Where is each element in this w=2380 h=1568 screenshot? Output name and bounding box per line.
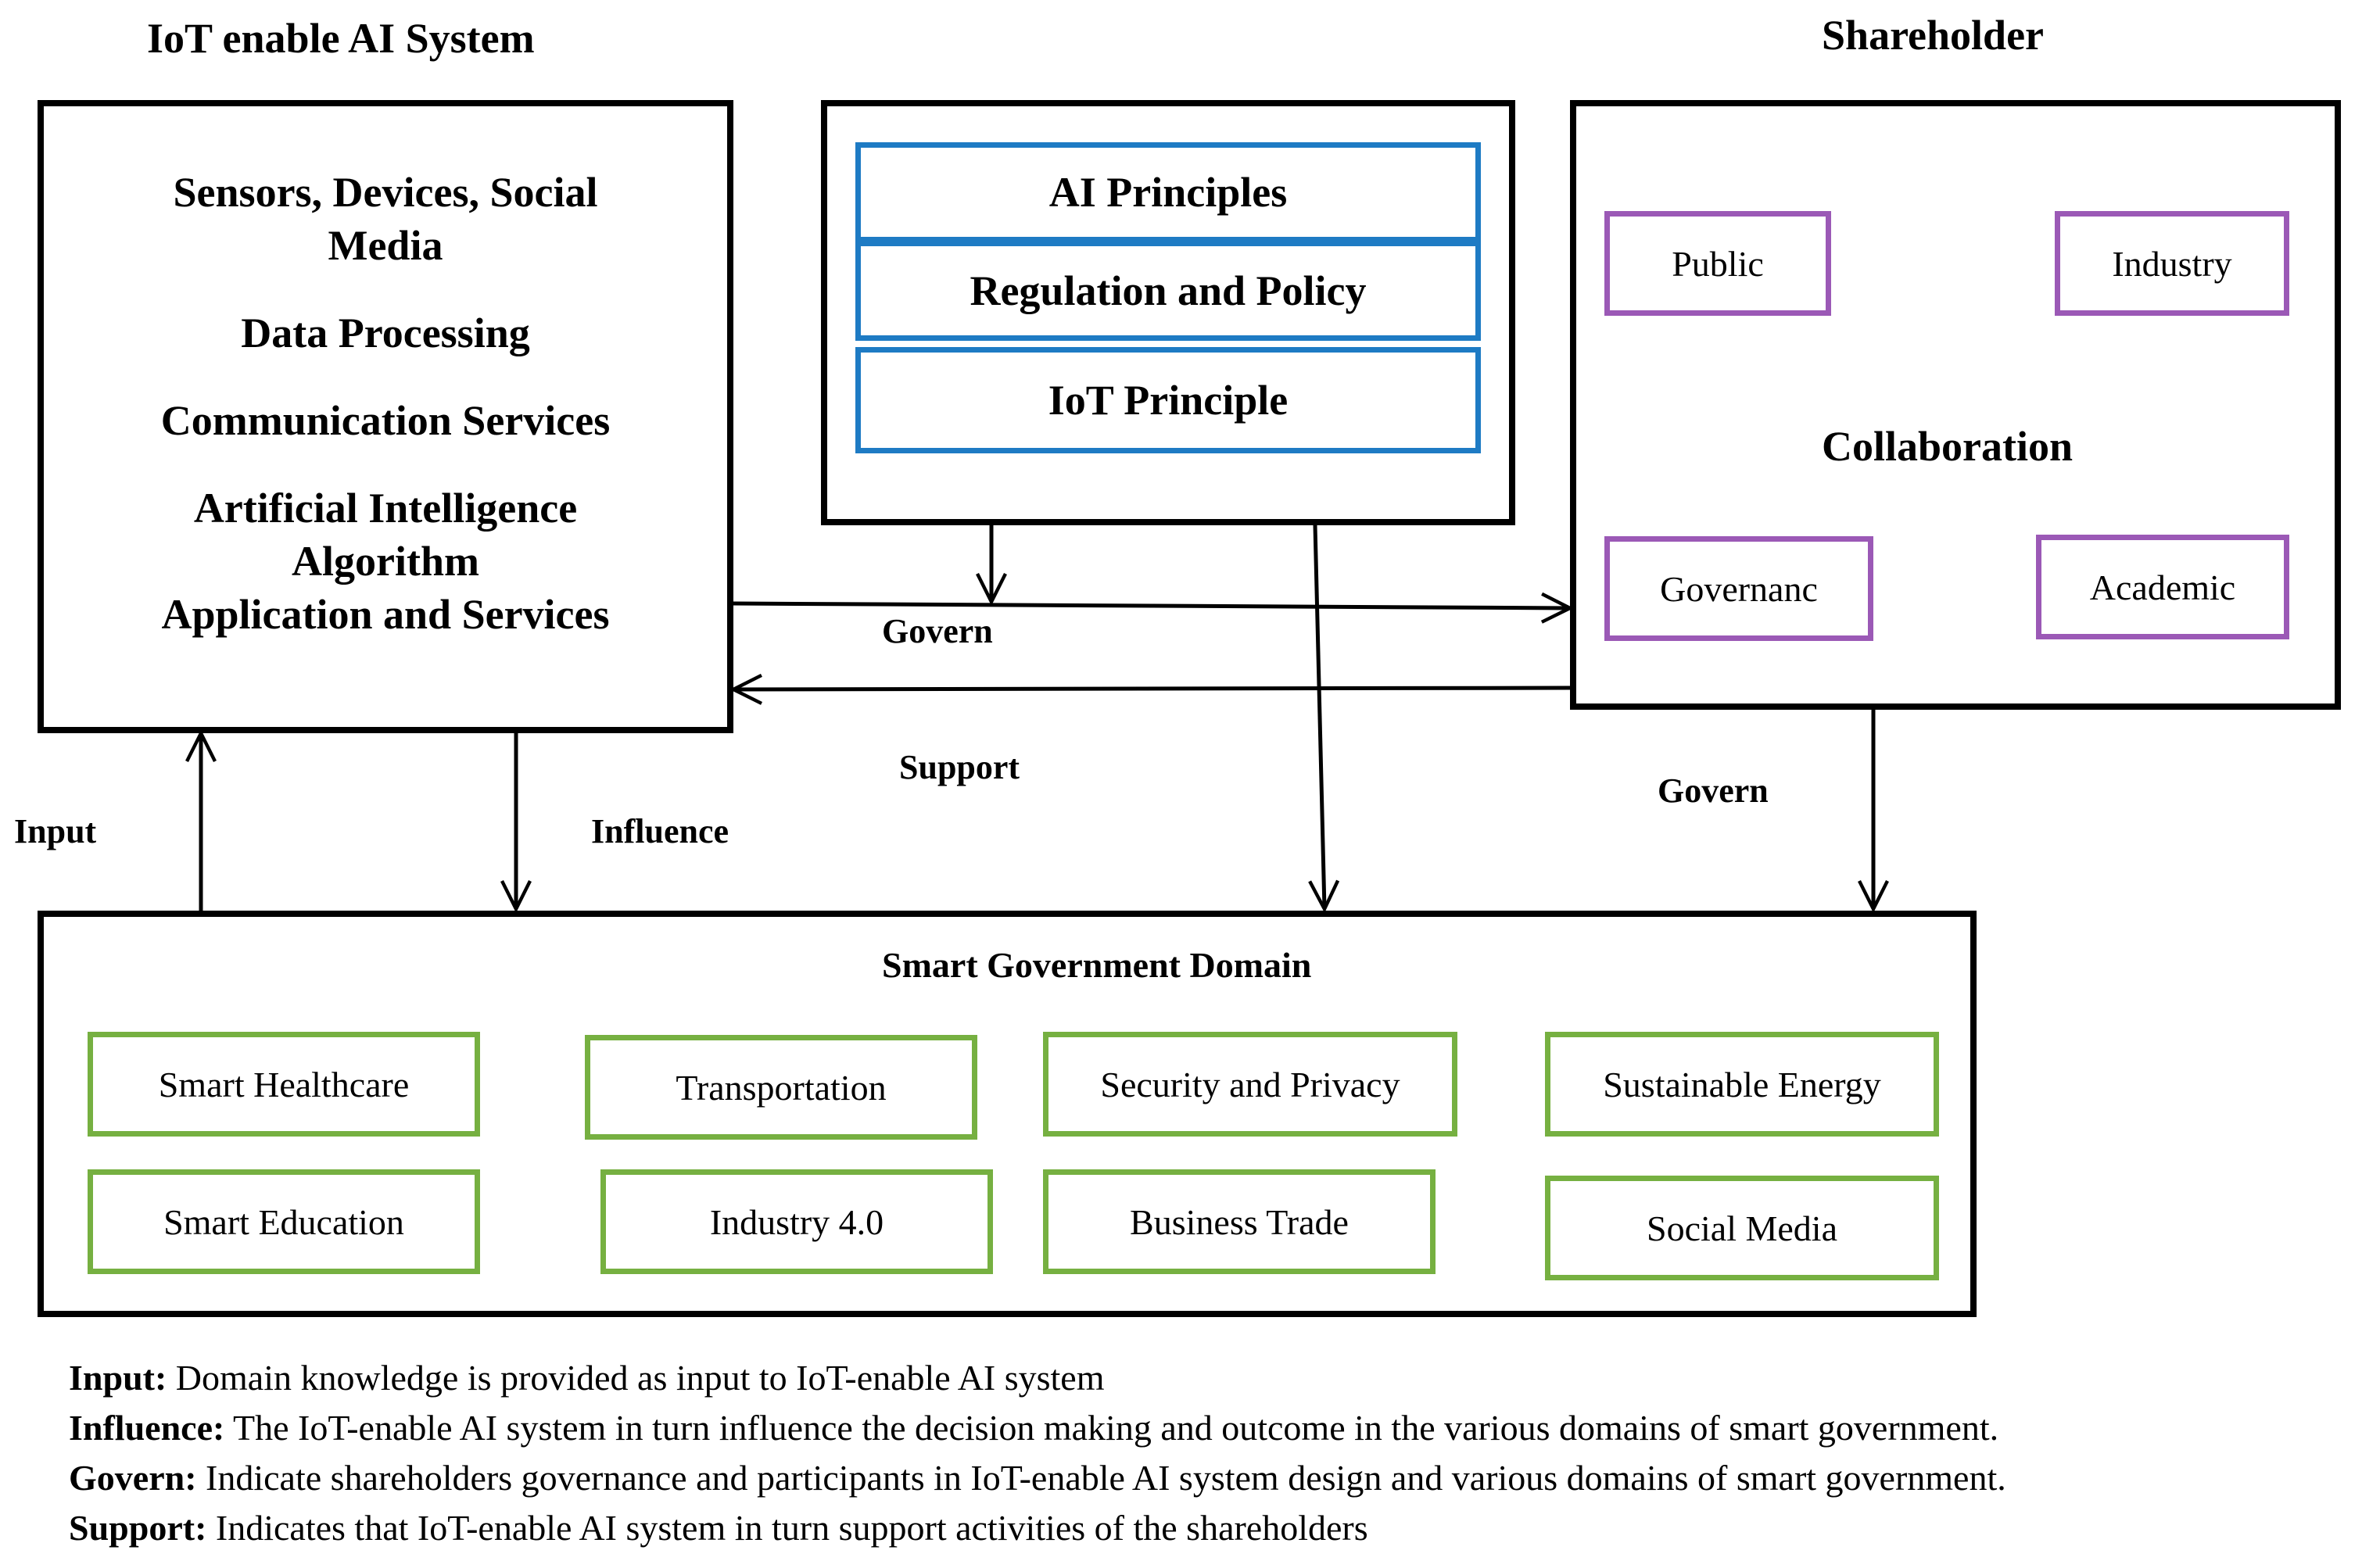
- label-support: Support: [899, 748, 1020, 786]
- shareholder-title: Shareholder: [1822, 12, 2045, 59]
- ai-system-box: Sensors, Devices, Social Media Data Proc…: [38, 100, 733, 733]
- ai-line-communication: Communication Services: [160, 397, 611, 444]
- label-influence: Influence: [591, 812, 729, 850]
- domain-business-trade: Business Trade: [1043, 1169, 1436, 1274]
- stakeholder-industry: Industry: [2055, 211, 2289, 316]
- legend-govern: Govern: Indicate shareholders governance…: [69, 1458, 2006, 1498]
- domain-title: Smart Government Domain: [882, 945, 1312, 985]
- domain-smart-healthcare: Smart Healthcare: [88, 1032, 480, 1137]
- ai-line-algorithm: Algorithm: [292, 538, 479, 585]
- ai-line-applications: Application and Services: [161, 591, 610, 638]
- regulation-and-policy: Regulation and Policy: [855, 241, 1481, 341]
- ai-line-data-processing: Data Processing: [241, 310, 530, 356]
- domain-sustainable-energy: Sustainable Energy: [1545, 1032, 1939, 1137]
- domain-transportation: Transportation: [585, 1035, 977, 1140]
- stakeholder-academic: Academic: [2036, 535, 2289, 639]
- legend-input: Input: Domain knowledge is provided as i…: [69, 1358, 1105, 1398]
- ai-line-sensors: Sensors, Devices, Social: [173, 169, 598, 216]
- arrow-shareholder-to-ai: [733, 688, 1571, 689]
- label-govern-right: Govern: [1658, 771, 1769, 810]
- iot-principle: IoT Principle: [855, 347, 1481, 453]
- ai-system-title: IoT enable AI System: [147, 15, 535, 62]
- ai-line-ai: Artificial Intelligence: [193, 485, 578, 532]
- stakeholder-public: Public: [1604, 211, 1831, 316]
- domain-smart-education: Smart Education: [88, 1169, 480, 1274]
- legend-influence: Influence: The IoT-enable AI system in t…: [69, 1408, 1999, 1448]
- label-input: Input: [14, 812, 97, 850]
- label-govern-top: Govern: [882, 612, 993, 650]
- arrow-principles-to-domain: [1315, 524, 1324, 909]
- collaboration-label: Collaboration: [1822, 423, 2074, 470]
- ai-principles: AI Principles: [855, 142, 1481, 242]
- arrow-ai-to-shareholder: [730, 603, 1570, 608]
- legend-support: Support: Indicates that IoT-enable AI sy…: [69, 1508, 1368, 1548]
- stakeholder-governance: Governanc: [1604, 536, 1873, 641]
- domain-industry-4: Industry 4.0: [600, 1169, 993, 1274]
- domain-social-media: Social Media: [1545, 1176, 1939, 1280]
- domain-security-and-privacy: Security and Privacy: [1043, 1032, 1457, 1137]
- ai-line-media: Media: [328, 222, 443, 269]
